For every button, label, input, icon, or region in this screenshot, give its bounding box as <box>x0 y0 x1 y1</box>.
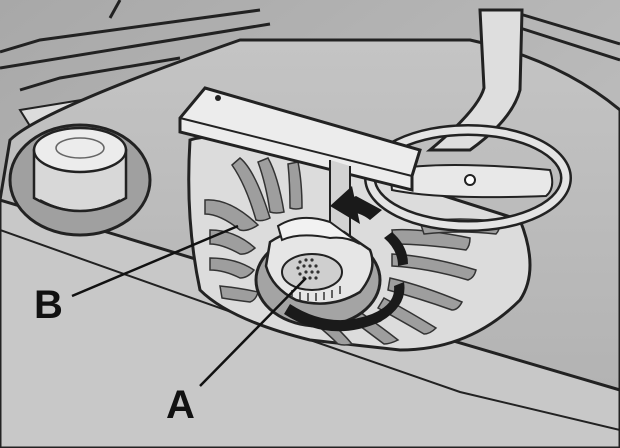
rinse-aid-cap <box>8 123 152 237</box>
leader-line-a <box>199 277 307 387</box>
tub-back-rails <box>0 0 620 92</box>
micro-filter-cylinder <box>254 216 382 328</box>
tub-front-edge <box>0 229 620 431</box>
lower-spray-arm <box>178 86 422 241</box>
leader-line-b <box>71 224 239 298</box>
spray-arm-mount <box>425 8 524 152</box>
callout-label-b: B <box>34 283 63 327</box>
callout-label-a: A <box>166 383 195 427</box>
counter-clockwise-arrow-icon <box>284 186 408 332</box>
